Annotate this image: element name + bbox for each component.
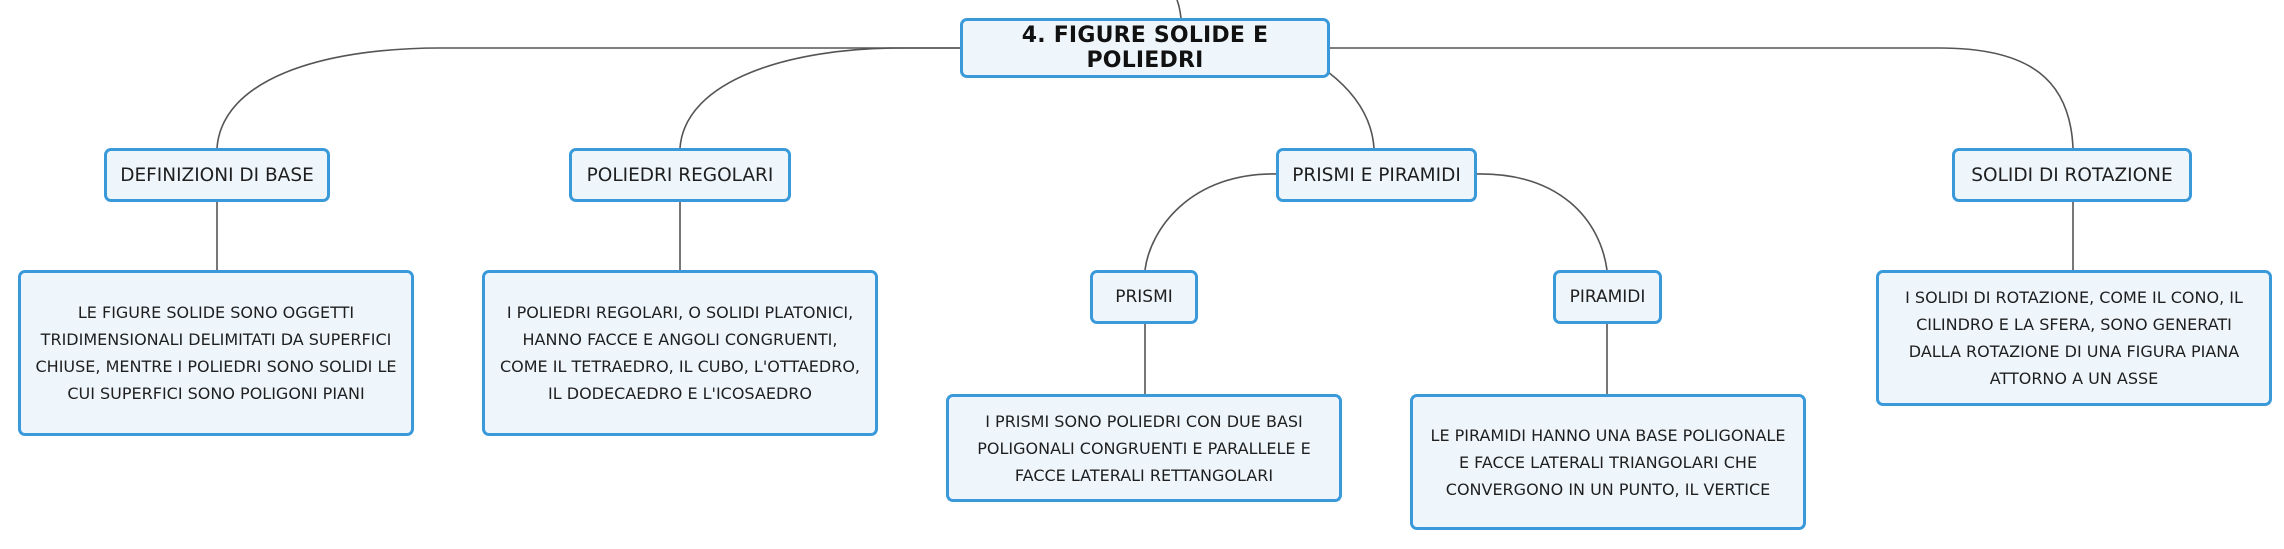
subtopic-piramidi[interactable]: PIRAMIDI	[1553, 270, 1662, 324]
note-piramidi[interactable]: LE PIRAMIDI HANNO UNA BASE POLIGONALE E …	[1410, 394, 1806, 530]
note-definizioni-text: LE FIGURE SOLIDE SONO OGGETTI TRIDIMENSI…	[35, 303, 397, 403]
topic-solidi-di-rotazione[interactable]: SOLIDI DI ROTAZIONE	[1952, 148, 2192, 202]
note-piramidi-text: LE PIRAMIDI HANNO UNA BASE POLIGONALE E …	[1430, 425, 1786, 499]
topic-poliedri-label: POLIEDRI REGOLARI	[586, 164, 774, 186]
topic-definizioni-di-base[interactable]: DEFINIZIONI DI BASE	[104, 148, 330, 202]
subtopic-prismi[interactable]: PRISMI	[1090, 270, 1198, 324]
note-solidi-di-rotazione[interactable]: I SOLIDI DI ROTAZIONE, COME IL CONO, IL …	[1876, 270, 2272, 406]
connector-root-rotazione	[1328, 47, 2074, 149]
connector-root-prismi-piramidi	[1327, 71, 1375, 149]
subtopic-prismi-label: PRISMI	[1115, 287, 1173, 307]
topic-poliedri-regolari[interactable]: POLIEDRI REGOLARI	[569, 148, 791, 202]
connector-prismi-piramidi-piramidi	[1474, 173, 1608, 271]
subtopic-piramidi-label: PIRAMIDI	[1569, 287, 1646, 307]
note-prismi[interactable]: I PRISMI SONO POLIEDRI CON DUE BASI POLI…	[946, 394, 1342, 502]
note-poliedri-text: I POLIEDRI REGOLARI, O SOLIDI PLATONICI,…	[499, 303, 861, 403]
connector-root-poliedri	[679, 47, 962, 149]
note-poliedri-regolari[interactable]: I POLIEDRI REGOLARI, O SOLIDI PLATONICI,…	[482, 270, 878, 436]
topic-prismi-e-piramidi[interactable]: PRISMI E PIRAMIDI	[1276, 148, 1477, 202]
note-definizioni-di-base[interactable]: LE FIGURE SOLIDE SONO OGGETTI TRIDIMENSI…	[18, 270, 414, 436]
topic-prismi-piramidi-label: PRISMI E PIRAMIDI	[1292, 164, 1461, 186]
connector-parent-stub	[1176, 0, 1182, 19]
root-topic[interactable]: 4. FIGURE SOLIDE E POLIEDRI	[960, 18, 1330, 78]
note-rotazione-text: I SOLIDI DI ROTAZIONE, COME IL CONO, IL …	[1905, 288, 2243, 388]
note-prismi-text: I PRISMI SONO POLIEDRI CON DUE BASI POLI…	[977, 411, 1311, 485]
topic-rotazione-label: SOLIDI DI ROTAZIONE	[1971, 164, 2173, 186]
topic-definizioni-label: DEFINIZIONI DI BASE	[120, 164, 314, 186]
connector-root-definizioni	[216, 47, 962, 149]
root-topic-label: 4. FIGURE SOLIDE E POLIEDRI	[1021, 23, 1269, 73]
connector-prismi-piramidi-prismi	[1144, 173, 1279, 271]
